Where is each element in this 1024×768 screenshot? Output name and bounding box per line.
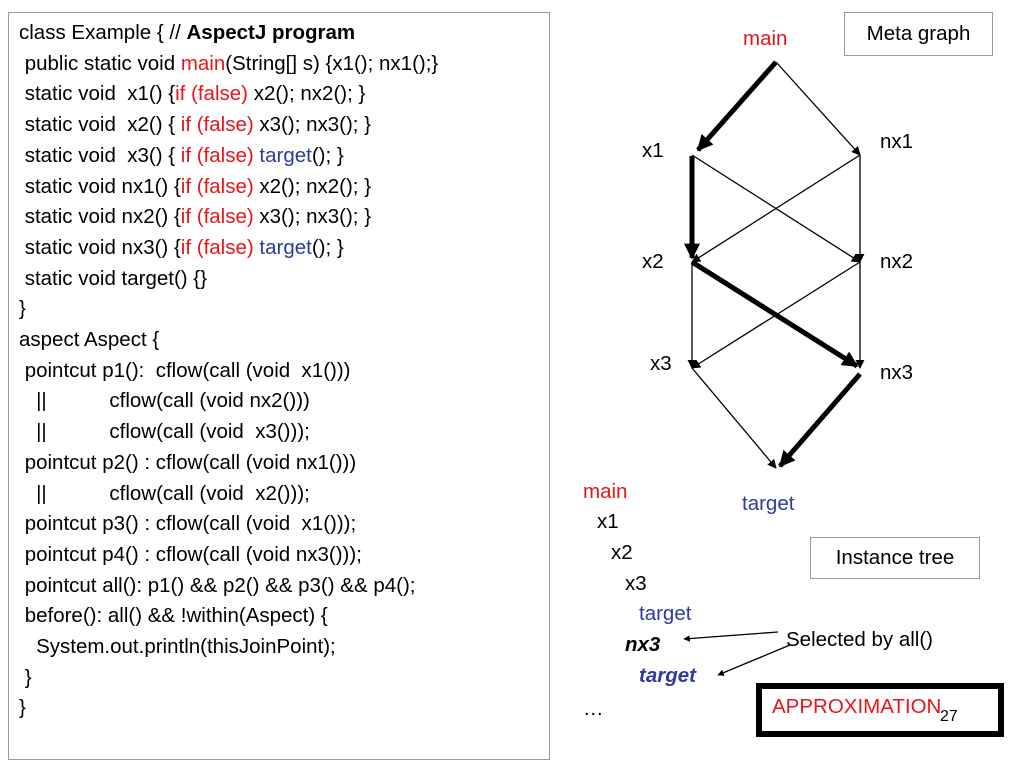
code-line: } [19,696,26,720]
code-token: target [259,143,312,167]
code-token: pointcut all(): p1() && p2() && p3() && … [19,573,416,597]
code-token: main [180,51,226,75]
edge-main-nx1 [775,61,861,156]
code-line: || cflow(call (void x2())); [19,482,310,506]
edge-nx1-x2 [691,154,861,263]
code-line: pointcut p2() : cflow(call (void nx1())) [19,450,357,475]
code-token: x3(); nx3(); } [253,205,372,229]
code-token: || cflow(call (void x2())); [19,481,310,505]
edge-x2-nx3-bold [690,259,859,369]
code-token: static void x2() { [19,113,181,137]
code-panel: class Example { // AspectJ program publi… [8,12,550,760]
graph-node-x3: x3 [650,352,672,375]
arrow-to-nx3 [683,631,779,642]
code-token: static void x3() { [19,143,181,167]
code-token: if (false) [180,205,254,229]
code-token: pointcut p2() : cflow(call (void nx1())) [19,450,357,474]
code-token: before(): all() && !within(Aspect) { [19,604,328,628]
tree-item-x2: x2 [611,541,633,564]
tree-item-x3: x3 [625,572,647,595]
code-line: static void x2() { if (false) x3(); nx3(… [19,113,371,137]
code-line: static void nx3() {if (false) target(); … [19,236,344,260]
code-token: static void nx2() { [19,205,181,229]
code-line: pointcut p4() : cflow(call (void nx3()))… [19,543,362,567]
code-line: } [19,297,26,321]
tree-item-main: main [583,480,628,503]
graph-node-target: target [742,492,795,515]
code-token: aspect Aspect { [19,328,160,351]
code-token: if (false) [180,235,254,259]
code-line: pointcut p3() : cflow(call (void x1())); [19,512,357,536]
code-token: AspectJ program [186,21,356,44]
code-token: public static void [19,51,181,75]
code-token: static void nx3() { [19,235,181,259]
code-line: pointcut all(): p1() && p2() && p3() && … [19,573,416,598]
code-token: if (false) [175,82,248,106]
code-line: static void x3() { if (false) target(); … [19,144,344,168]
code-token: (); } [311,143,344,167]
tree-item-ellipsis: … [583,697,604,720]
code-line: System.out.println(thisJoinPoint); [19,635,336,659]
graph-node-nx3: nx3 [880,361,914,384]
code-line: || cflow(call (void x3())); [19,420,310,444]
code-token: x2(); nx2(); } [253,174,372,198]
code-line: || cflow(call (void nx2())) [19,389,310,413]
graph-node-main: main [743,27,788,50]
selected-annotation: Selected by all() [786,628,933,651]
code-token: static void x1() { [19,82,176,106]
code-line: aspect Aspect { [19,328,159,352]
code-line: static void x1() {if (false) x2(); nx2()… [19,82,366,106]
tree-item-target: target [639,602,692,625]
code-token: || cflow(call (void x3())); [19,420,310,444]
arrow-to-target [717,644,791,676]
code-token: } [19,665,32,689]
code-token: } [19,696,26,720]
code-token: pointcut p1(): cflow(call (void x1())) [19,358,351,382]
tree-item-nx3-selected: nx3 [625,633,661,656]
code-line: before(): all() && !within(Aspect) { [19,604,328,628]
code-token: (String[] s) {x1(); nx1();} [225,51,439,75]
code-token: if (false) [180,174,254,198]
code-token: System.out.println(thisJoinPoint); [19,635,336,658]
tree-item-x1: x1 [597,510,619,533]
edge-nx3-target-bold [778,372,862,468]
code-token: (); } [311,235,344,259]
code-token: pointcut p4() : cflow(call (void nx3()))… [19,542,362,566]
graph-node-x2: x2 [642,250,664,273]
code-line: static void nx2() {if (false) x3(); nx3(… [19,205,371,229]
code-token: class Example { // [19,21,187,44]
meta-graph-title: Meta graph [844,12,993,56]
code-token: if (false) [180,113,254,137]
code-line: static void nx1() {if (false) x2(); nx2(… [19,175,371,199]
graph-node-nx1: nx1 [880,130,914,153]
edge-main-x1-bold [696,60,778,152]
code-token: static void nx1() { [19,174,181,198]
instance-tree-title: Instance tree [810,537,980,579]
code-token: x3(); nx3(); } [253,113,372,137]
code-token: || cflow(call (void nx2())) [19,389,310,413]
page-number: 27 [940,708,958,725]
graph-node-nx2: nx2 [880,250,914,273]
code-token: if (false) [180,143,254,167]
code-line: class Example { // AspectJ program [19,21,355,45]
code-token: static void target() {} [19,266,208,290]
tree-item-target-selected: target [639,664,696,687]
code-token: pointcut p3() : cflow(call (void x1())); [19,512,357,536]
approximation-box: APPROXIMATION [756,683,1004,737]
edge-x3-target [691,367,777,469]
code-token: x2(); nx2(); } [248,82,366,106]
code-token: } [19,297,26,321]
code-line: pointcut p1(): cflow(call (void x1())) [19,359,351,383]
code-line: public static void main(String[] s) {x1(… [19,51,439,76]
code-line: static void target() {} [19,267,207,291]
code-token: target [259,235,312,259]
code-line: } [19,666,32,690]
graph-node-x1: x1 [642,139,664,162]
approximation-label: APPROXIMATION [772,695,942,718]
